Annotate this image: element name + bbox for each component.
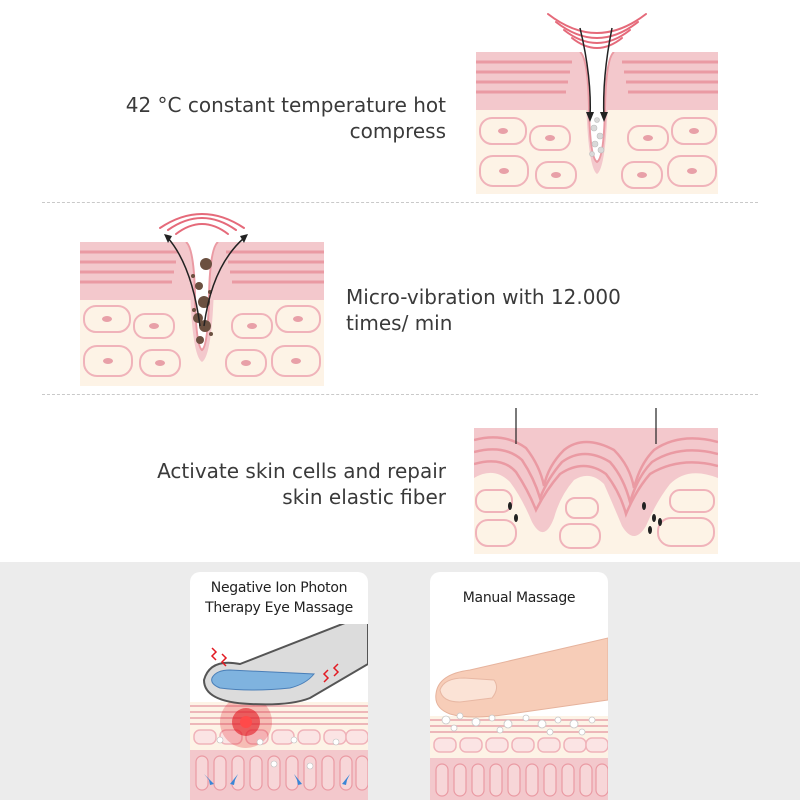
card-title-line-1: Negative Ion Photon xyxy=(210,580,348,596)
skin-diagram-micro-vibration xyxy=(80,213,324,386)
feature-line-1: 42 °C constant temperature hot xyxy=(125,93,446,117)
comparison-background xyxy=(0,562,800,800)
card-title-line-2: Therapy Eye Massage xyxy=(205,600,353,616)
card-ion-photon-therapy: Negative Ion Photon Therapy Eye Massage xyxy=(190,572,368,800)
feature-line-1: Micro-vibration with 12.000 xyxy=(346,285,621,309)
feature-text-micro-vibration: Micro-vibration with 12.000 times/ min xyxy=(346,284,646,336)
skin-diagram-elastic-fiber xyxy=(474,408,718,554)
card-title: Negative Ion Photon Therapy Eye Massage xyxy=(190,578,368,618)
feature-text-activate-cells: Activate skin cells and repair skin elas… xyxy=(60,458,446,510)
section-divider xyxy=(42,202,758,203)
card-manual-massage: Manual Massage xyxy=(430,572,608,800)
feature-line-2: skin elastic fiber xyxy=(282,485,446,509)
skin-diagram-hot-compress xyxy=(476,13,718,194)
device-tip-illustration xyxy=(190,624,368,800)
card-title-line-1: Manual Massage xyxy=(462,590,576,606)
section-divider xyxy=(42,394,758,395)
feature-line-2: compress xyxy=(349,119,446,143)
feature-text-hot-compress: 42 °C constant temperature hot compress xyxy=(60,92,446,144)
finger-massage-illustration xyxy=(430,637,608,800)
card-title: Manual Massage xyxy=(430,588,608,608)
feature-line-2: times/ min xyxy=(346,311,453,335)
feature-line-1: Activate skin cells and repair xyxy=(157,459,446,483)
